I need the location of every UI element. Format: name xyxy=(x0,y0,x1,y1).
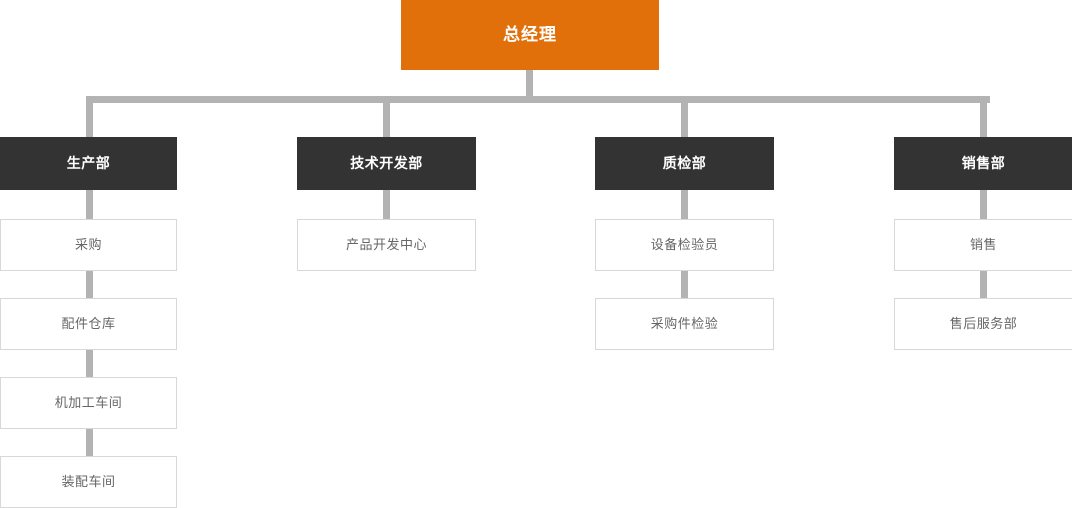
org-node-dept-1-child-3[interactable]: 机加工车间 xyxy=(0,377,177,429)
connector-dept-2-to-child-1 xyxy=(383,190,390,220)
connector-dept-3-to-child-1 xyxy=(681,190,688,220)
org-node-root[interactable]: 总经理 xyxy=(401,0,659,70)
connector-bus-to-dept-3 xyxy=(681,96,688,137)
connector-bus-to-dept-1 xyxy=(86,96,93,137)
org-node-dept-1[interactable]: 生产部 xyxy=(0,137,177,190)
org-node-dept-2-label: 技术开发部 xyxy=(350,155,423,172)
connector-dept-3-to-child-2 xyxy=(681,271,688,299)
org-node-dept-1-child-4[interactable]: 装配车间 xyxy=(0,456,177,508)
org-node-dept-3-child-1[interactable]: 设备检验员 xyxy=(595,219,774,271)
connector-dept-1-to-child-1 xyxy=(86,190,93,220)
org-node-dept-4-child-1-label: 销售 xyxy=(969,237,997,253)
org-node-dept-3[interactable]: 质检部 xyxy=(595,137,774,190)
org-node-root-label: 总经理 xyxy=(503,24,557,44)
connector-bus-to-dept-4 xyxy=(980,96,987,137)
org-node-dept-4[interactable]: 销售部 xyxy=(894,137,1072,190)
org-node-dept-1-child-1-label: 采购 xyxy=(74,237,102,253)
org-node-dept-3-label: 质检部 xyxy=(662,155,707,172)
org-node-dept-1-child-3-label: 机加工车间 xyxy=(54,395,123,411)
org-node-dept-4-label: 销售部 xyxy=(961,155,1006,172)
connector-dept-1-to-child-2 xyxy=(86,271,93,299)
org-node-dept-3-child-2-label: 采购件检验 xyxy=(650,316,719,332)
connector-dept-1-to-child-3 xyxy=(86,350,93,378)
org-node-dept-4-child-2[interactable]: 售后服务部 xyxy=(894,298,1072,350)
org-node-dept-1-child-4-label: 装配车间 xyxy=(61,474,116,490)
connector-dept-1-to-child-4 xyxy=(86,429,93,457)
org-node-dept-3-child-2[interactable]: 采购件检验 xyxy=(595,298,774,350)
org-node-dept-4-child-2-label: 售后服务部 xyxy=(949,316,1018,332)
org-node-dept-1-label: 生产部 xyxy=(66,155,111,172)
connector-dept-4-to-child-1 xyxy=(980,190,987,220)
connector-root-stem xyxy=(526,70,533,103)
org-node-dept-2[interactable]: 技术开发部 xyxy=(297,137,476,190)
connector-horizontal-bus xyxy=(86,96,990,103)
connector-bus-to-dept-2 xyxy=(383,96,390,137)
org-node-dept-3-child-1-label: 设备检验员 xyxy=(650,237,719,253)
org-node-dept-1-child-2-label: 配件仓库 xyxy=(61,316,116,332)
connector-dept-4-to-child-2 xyxy=(980,271,987,299)
org-node-dept-1-child-2[interactable]: 配件仓库 xyxy=(0,298,177,350)
org-node-dept-2-child-1-label: 产品开发中心 xyxy=(345,237,427,253)
org-node-dept-4-child-1[interactable]: 销售 xyxy=(894,219,1072,271)
org-node-dept-1-child-1[interactable]: 采购 xyxy=(0,219,177,271)
org-node-dept-2-child-1[interactable]: 产品开发中心 xyxy=(297,219,476,271)
